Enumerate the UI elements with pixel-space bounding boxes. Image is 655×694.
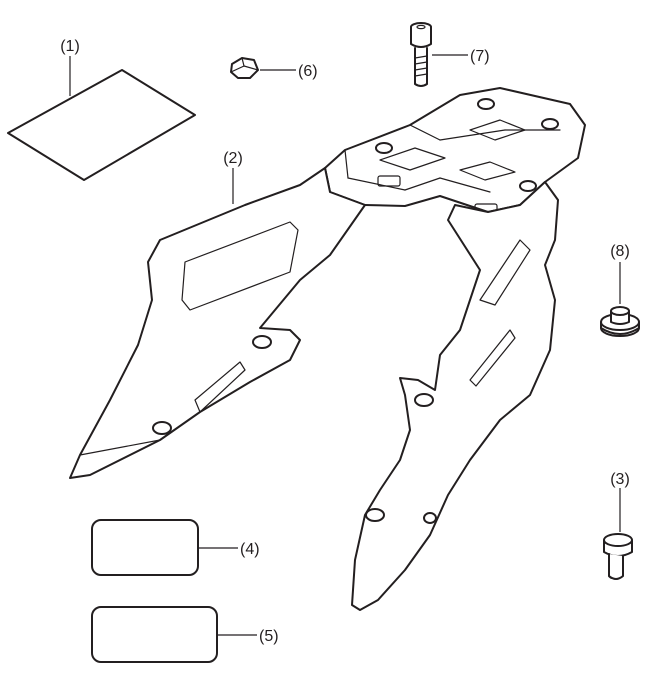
part-3-stud: (3) — [603, 471, 633, 580]
callout-5: (5) — [259, 628, 279, 645]
callout-3: (3) — [610, 471, 630, 488]
callout-1: (1) — [60, 38, 80, 55]
callout-8: (8) — [610, 243, 630, 260]
callout-7: (7) — [470, 48, 490, 65]
part-1-sheet: (1) — [7, 38, 196, 181]
callout-4: (4) — [240, 541, 260, 558]
callout-2: (2) — [223, 150, 243, 167]
part-7-bolt: (7) — [410, 22, 490, 87]
part-4-label: (4) — [91, 519, 260, 576]
part-5-label: (5) — [91, 606, 279, 663]
part-6-nut: (6) — [230, 57, 318, 80]
part-2-rear-carrier: (2) — [69, 87, 586, 611]
callout-6: (6) — [298, 63, 318, 80]
part-8-collar: (8) — [600, 243, 640, 337]
